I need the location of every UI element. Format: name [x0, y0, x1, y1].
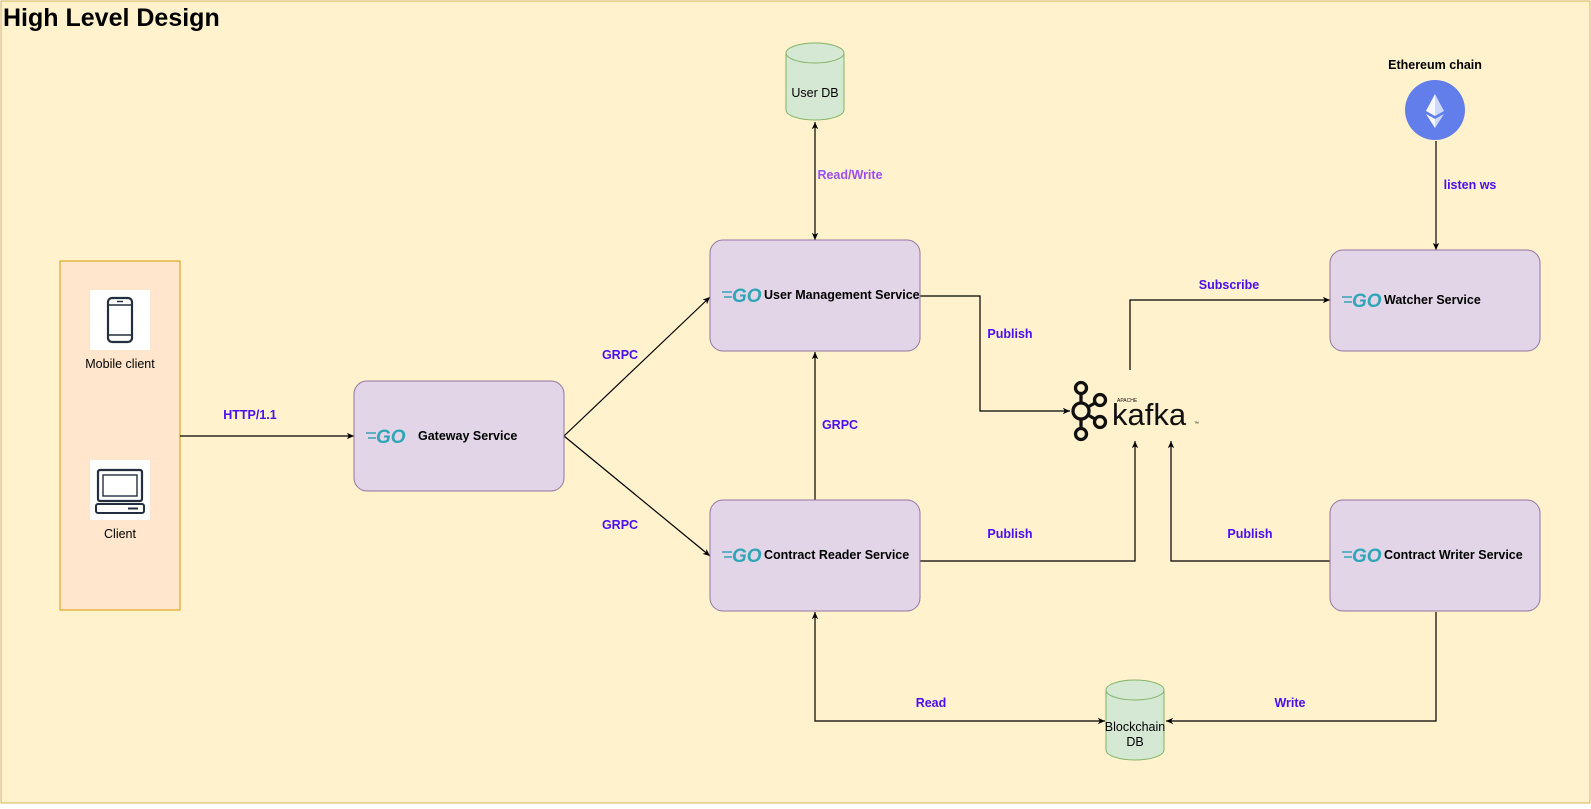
- kafka-word-label: kafka: [1112, 397, 1187, 432]
- page-title: High Level Design: [3, 4, 220, 32]
- go-logo-icon: GO: [366, 427, 406, 448]
- edge-grpc-top: [563, 296, 711, 437]
- watcher-service[interactable]: GO Watcher Service: [1329, 249, 1541, 352]
- svg-text:GO: GO: [1352, 546, 1382, 567]
- edges: [180, 121, 1440, 725]
- edge-label-write: Write: [1274, 696, 1305, 710]
- svg-text:GO: GO: [376, 427, 406, 448]
- contract-writer-service-label: Contract Writer Service: [1384, 548, 1523, 562]
- edge-write: [1166, 612, 1437, 725]
- edge-label-publish-writer: Publish: [1227, 527, 1272, 541]
- blockchain-db[interactable]: Blockchain DB: [1105, 679, 1165, 761]
- edge-label-read: Read: [916, 696, 947, 710]
- ethereum-label: Ethereum chain: [1388, 58, 1482, 72]
- go-logo-icon: GO: [722, 546, 762, 567]
- edge-publish-reader: [920, 441, 1139, 562]
- edge-label-read-write: Read/Write: [817, 168, 882, 182]
- edge-label-grpc-vertical: GRPC: [822, 418, 858, 432]
- svg-text:GO: GO: [1352, 291, 1382, 312]
- smartphone-icon: [90, 290, 150, 350]
- edge-label-publish-user: Publish: [987, 327, 1032, 341]
- user-management-service[interactable]: GO User Management Service: [709, 239, 921, 352]
- contract-reader-service-label: Contract Reader Service: [764, 548, 909, 562]
- user-management-service-label: User Management Service: [764, 288, 920, 302]
- edge-label-grpc-top: GRPC: [602, 348, 638, 362]
- laptop-icon: [90, 460, 150, 520]
- user-db-label: User DB: [791, 86, 838, 100]
- client-label: Client: [104, 527, 136, 541]
- edge-publish-user: [920, 295, 1070, 415]
- edge-subscribe: [1129, 296, 1330, 370]
- contract-writer-service[interactable]: GO Contract Writer Service: [1329, 499, 1541, 612]
- user-db[interactable]: User DB: [785, 42, 845, 121]
- edge-label-grpc-bottom: GRPC: [602, 518, 638, 532]
- gateway-service-label: Gateway Service: [418, 429, 517, 443]
- blockchain-db-label-line1: Blockchain: [1105, 720, 1165, 734]
- go-logo-icon: GO: [1342, 546, 1382, 567]
- go-logo-icon: GO: [722, 286, 762, 307]
- edge-grpc-bottom: [563, 435, 711, 557]
- kafka-tm-label: ™: [1194, 421, 1199, 427]
- svg-text:GO: GO: [732, 546, 762, 567]
- kafka-apache-label: APACHE: [1117, 398, 1138, 404]
- edge-label-listen-ws: listen ws: [1444, 178, 1497, 192]
- watcher-service-label: Watcher Service: [1384, 293, 1481, 307]
- mobile-client-label: Mobile client: [85, 357, 155, 371]
- edge-label-http: HTTP/1.1: [223, 408, 277, 422]
- edge-label-publish-reader: Publish: [987, 527, 1032, 541]
- kafka-logo[interactable]: APACHE kafka ™: [1071, 380, 1199, 442]
- go-logo-icon: GO: [1342, 291, 1382, 312]
- blockchain-db-label-line2: DB: [1126, 735, 1143, 749]
- ethereum-icon[interactable]: [1405, 80, 1465, 140]
- edge-label-subscribe: Subscribe: [1199, 278, 1259, 292]
- contract-reader-service[interactable]: GO Contract Reader Service: [709, 499, 921, 612]
- edge-read: [811, 612, 1105, 725]
- gateway-service[interactable]: GO Gateway Service: [353, 380, 565, 492]
- edge-publish-writer: [1167, 441, 1330, 562]
- svg-text:GO: GO: [732, 286, 762, 307]
